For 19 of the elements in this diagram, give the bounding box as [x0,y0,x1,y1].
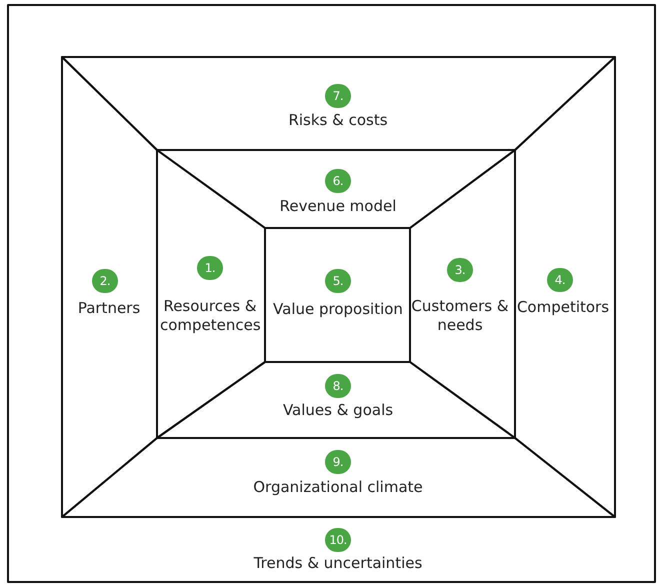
step-number: 1. [197,256,223,280]
region-label: Values & goals [282,400,394,420]
region-label: Customers & needs [410,297,510,335]
region-label: Partners [76,298,142,318]
step-number: 4. [547,268,573,292]
step-number: 2. [92,269,118,293]
step-number: 6. [325,169,351,193]
region-label: Revenue model [278,196,398,216]
region-label: Value proposition [272,300,404,318]
region-label: Resources & competences [160,297,260,335]
step-number: 9. [325,450,351,474]
step-number: 3. [447,258,473,282]
region-label: Organizational climate [252,478,424,496]
region-label: Trends & uncertainties [252,554,424,572]
region-label: Risks & costs [287,110,389,130]
region-label: Competitors [516,298,610,316]
step-number: 10. [325,528,351,552]
step-number: 7. [325,84,351,108]
step-number: 8. [325,374,351,398]
